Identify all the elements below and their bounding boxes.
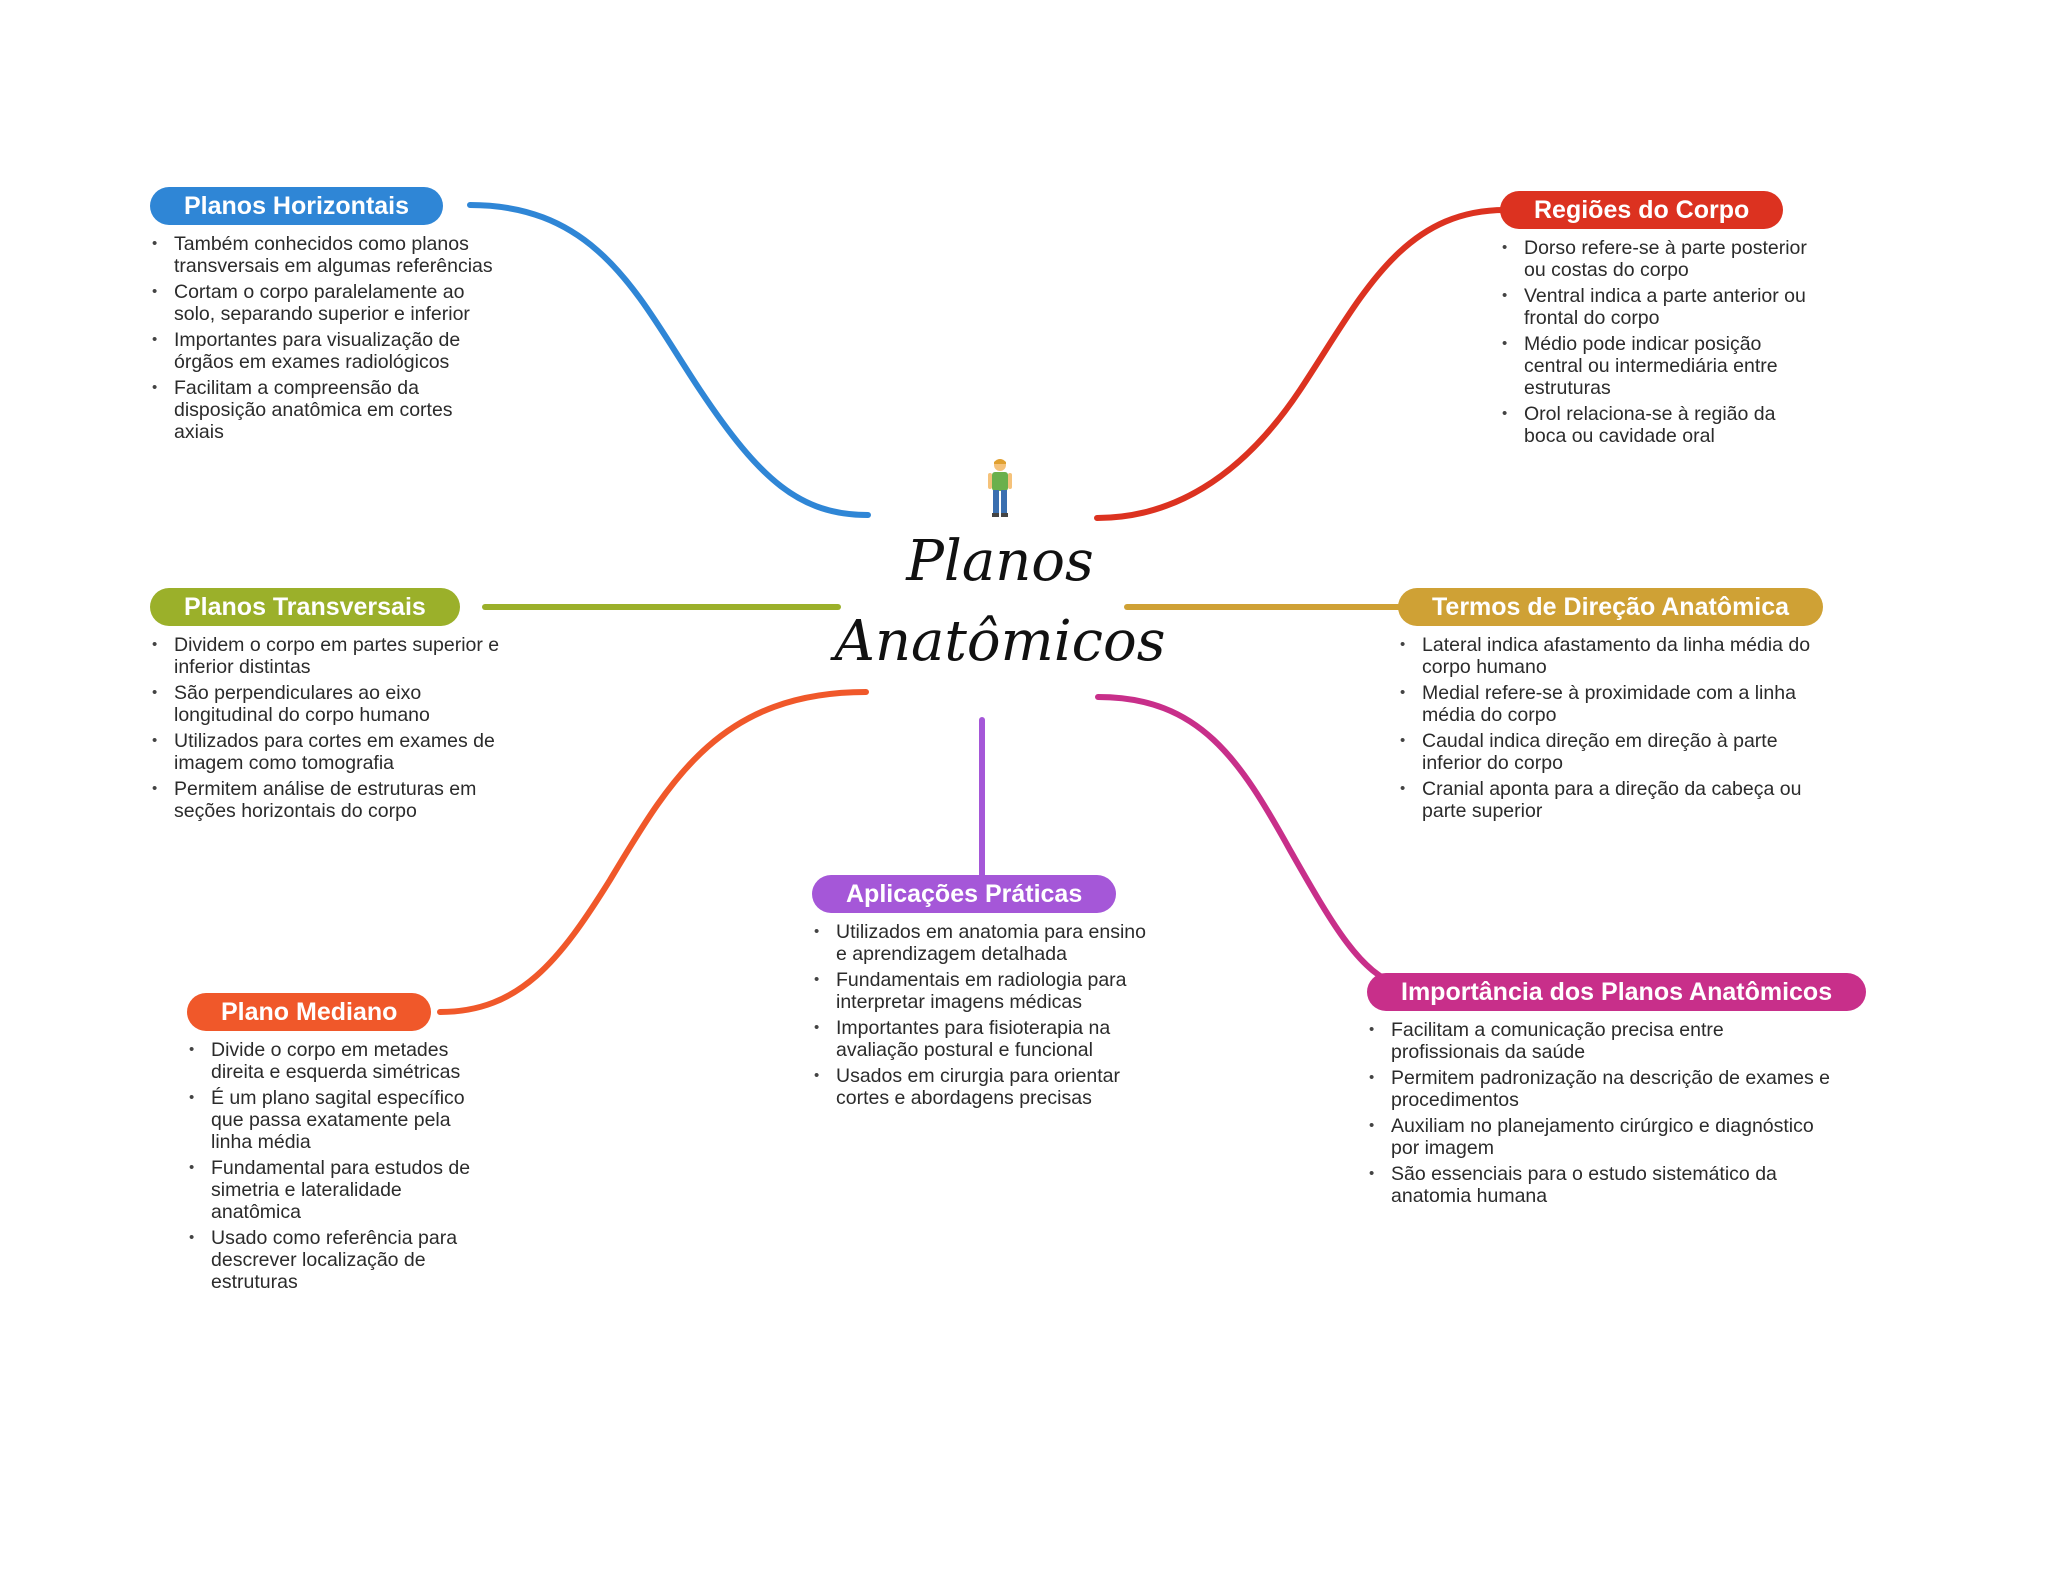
branch-items-regioes-corpo: Dorso refere-se à parte posterior ou cos…	[1500, 237, 1820, 447]
central-topic: Planos Anatômicos	[800, 458, 1200, 698]
list-item: Também conhecidos como planos transversa…	[150, 233, 500, 277]
branch-label-planos-transversais[interactable]: Planos Transversais	[150, 588, 460, 626]
list-item: Medial refere-se à proximidade com a lin…	[1398, 682, 1818, 726]
person-icon	[988, 459, 1012, 517]
branch-planos-horizontais: Planos Horizontais Também conhecidos com…	[150, 187, 500, 447]
branch-items-aplicacoes: Utilizados em anatomia para ensino e apr…	[812, 921, 1152, 1109]
list-item: Fundamental para estudos de simetria e l…	[187, 1157, 487, 1223]
branch-label-aplicacoes[interactable]: Aplicações Práticas	[812, 875, 1117, 913]
list-item: Usados em cirurgia para orientar cortes …	[812, 1065, 1152, 1109]
list-item: Divide o corpo em metades direita e esqu…	[187, 1039, 487, 1083]
list-item: Caudal indica direção em direção à parte…	[1398, 730, 1818, 774]
list-item: Dorso refere-se à parte posterior ou cos…	[1500, 237, 1820, 281]
list-item: Facilitam a compreensão da disposição an…	[150, 377, 500, 443]
branch-items-planos-horizontais: Também conhecidos como planos transversa…	[150, 233, 500, 443]
list-item: Orol relaciona-se à região da boca ou ca…	[1500, 403, 1820, 447]
list-item: Facilitam a comunicação precisa entre pr…	[1367, 1019, 1837, 1063]
connector-importancia	[1095, 694, 1403, 988]
connector-regioes-corpo	[1094, 207, 1508, 521]
list-item: Permitem análise de estruturas em seções…	[150, 778, 500, 822]
branch-label-importancia[interactable]: Importância dos Planos Anatômicos	[1367, 973, 1867, 1011]
list-item: Auxiliam no planejamento cirúrgico e dia…	[1367, 1115, 1837, 1159]
list-item: Lateral indica afastamento da linha médi…	[1398, 634, 1818, 678]
list-item: Utilizados para cortes em exames de imag…	[150, 730, 500, 774]
branch-items-planos-transversais: Dividem o corpo em partes superior e inf…	[150, 634, 500, 822]
branch-importancia: Importância dos Planos Anatômicos Facili…	[1367, 973, 1867, 1211]
list-item: São essenciais para o estudo sistemático…	[1367, 1163, 1837, 1207]
branch-items-plano-mediano: Divide o corpo em metades direita e esqu…	[187, 1039, 487, 1293]
list-item: São perpendiculares ao eixo longitudinal…	[150, 682, 500, 726]
branch-label-termos-direcao[interactable]: Termos de Direção Anatômica	[1398, 588, 1824, 626]
connector-plano-mediano	[437, 689, 869, 1015]
branch-items-importancia: Facilitam a comunicação precisa entre pr…	[1367, 1019, 1837, 1207]
list-item: Ventral indica a parte anterior ou front…	[1500, 285, 1820, 329]
central-title-line-2: Anatômicos	[834, 609, 1166, 674]
branch-label-planos-horizontais[interactable]: Planos Horizontais	[150, 187, 444, 225]
branch-label-plano-mediano[interactable]: Plano Mediano	[187, 993, 432, 1031]
list-item: É um plano sagital específico que passa …	[187, 1087, 487, 1153]
list-item: Cranial aponta para a direção da cabeça …	[1398, 778, 1818, 822]
list-item: Importantes para fisioterapia na avaliaç…	[812, 1017, 1152, 1061]
list-item: Importantes para visualização de órgãos …	[150, 329, 500, 373]
list-item: Utilizados em anatomia para ensino e apr…	[812, 921, 1152, 965]
branch-items-termos-direcao: Lateral indica afastamento da linha médi…	[1398, 634, 1818, 822]
branch-aplicacoes: Aplicações Práticas Utilizados em anatom…	[812, 875, 1152, 1113]
list-item: Médio pode indicar posição central ou in…	[1500, 333, 1820, 399]
branch-plano-mediano: Plano Mediano Divide o corpo em metades …	[187, 993, 487, 1297]
branch-label-regioes-corpo[interactable]: Regiões do Corpo	[1500, 191, 1784, 229]
branch-regioes-corpo: Regiões do Corpo Dorso refere-se à parte…	[1500, 191, 1820, 451]
central-title-line-1: Planos	[906, 529, 1094, 594]
list-item: Permitem padronização na descrição de ex…	[1367, 1067, 1837, 1111]
list-item: Cortam o corpo paralelamente ao solo, se…	[150, 281, 500, 325]
connector-planos-horizontais	[467, 202, 871, 518]
list-item: Fundamentais em radiologia para interpre…	[812, 969, 1152, 1013]
branch-termos-direcao: Termos de Direção Anatômica Lateral indi…	[1398, 588, 1824, 826]
list-item: Dividem o corpo em partes superior e inf…	[150, 634, 500, 678]
list-item: Usado como referência para descrever loc…	[187, 1227, 487, 1293]
branch-planos-transversais: Planos Transversais Dividem o corpo em p…	[150, 588, 500, 826]
